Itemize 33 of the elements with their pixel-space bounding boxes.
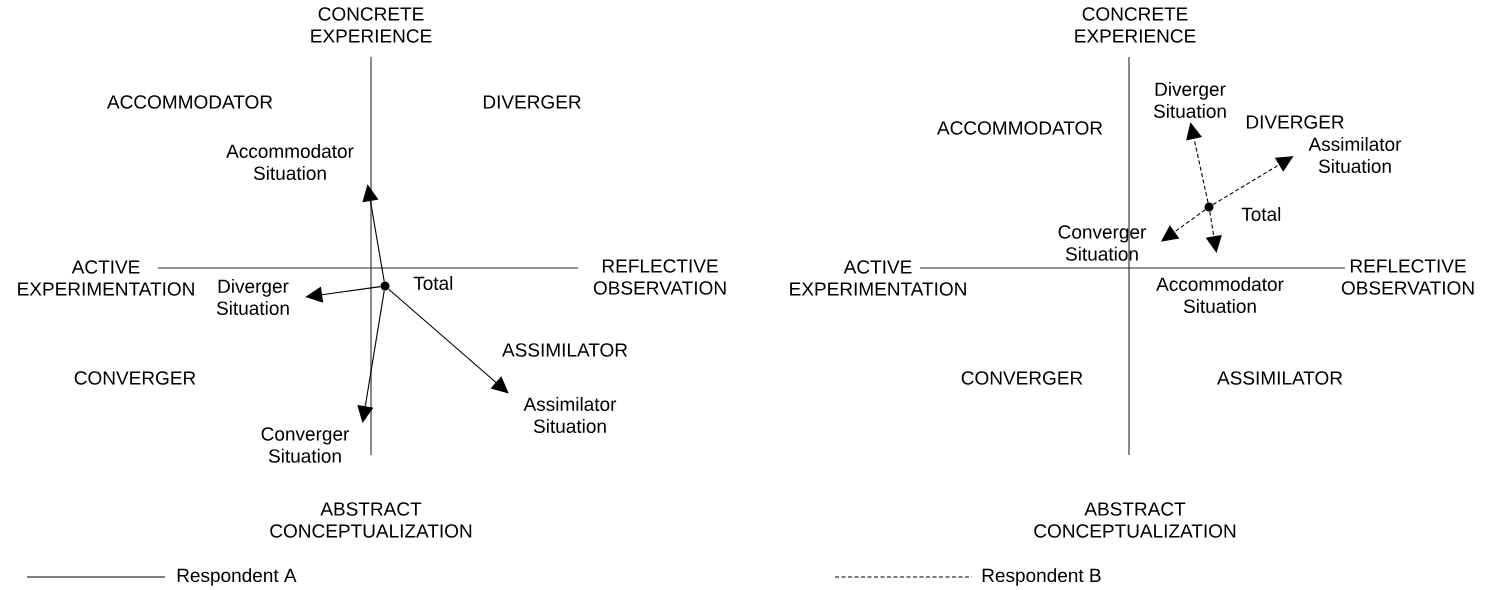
situation-label: Diverger Situation [1153, 82, 1226, 118]
situation-label: Accommodator Situation [226, 144, 354, 180]
situation-label: Assimilator Situation [523, 397, 617, 433]
axis-label: ABSTRACT CONCEPTUALIZATION [1034, 502, 1236, 538]
axis-label: REFLECTIVE OBSERVATION [1341, 259, 1474, 295]
axis-label: CONCRETE EXPERIENCE [1075, 7, 1196, 43]
axis-label: DIVERGER [1246, 115, 1344, 129]
situation-label: Converger Situation [261, 427, 349, 463]
axis-label: CONCRETE EXPERIENCE [311, 7, 432, 43]
situation-label: Converger Situation [1058, 225, 1147, 261]
legend-label: Respondent A [177, 568, 297, 586]
arrow [305, 286, 381, 303]
axis-label: CONVERGER [74, 371, 196, 385]
axis-label: ACCOMMODATOR [937, 121, 1103, 135]
axis-label: CONVERGER [961, 371, 1083, 385]
arrow [362, 184, 385, 282]
axis-label: ASSIMILATOR [502, 343, 628, 357]
axis-label: ABSTRACT CONCEPTUALIZATION [270, 502, 472, 538]
arrow [1212, 156, 1294, 206]
situation-label: Accommodator Situation [1156, 277, 1284, 313]
situation-label: Diverger Situation [216, 279, 289, 315]
arrow [388, 288, 509, 394]
total-label: Total [413, 276, 453, 290]
legend-label: Respondent B [982, 568, 1101, 586]
axis-label: ACTIVE EXPERIMENTATION [790, 260, 966, 296]
arrow [1186, 122, 1209, 203]
total-label: Total [1241, 207, 1281, 221]
axis-label: DIVERGER [483, 95, 581, 109]
situation-label: Assimilator Situation [1308, 137, 1402, 173]
axis-label: ACCOMMODATOR [107, 95, 273, 109]
axis-label: REFLECTIVE OBSERVATION [593, 259, 726, 295]
axis-label: ASSIMILATOR [1217, 371, 1343, 385]
axis-label: ACTIVE EXPERIMENTATION [18, 260, 194, 296]
